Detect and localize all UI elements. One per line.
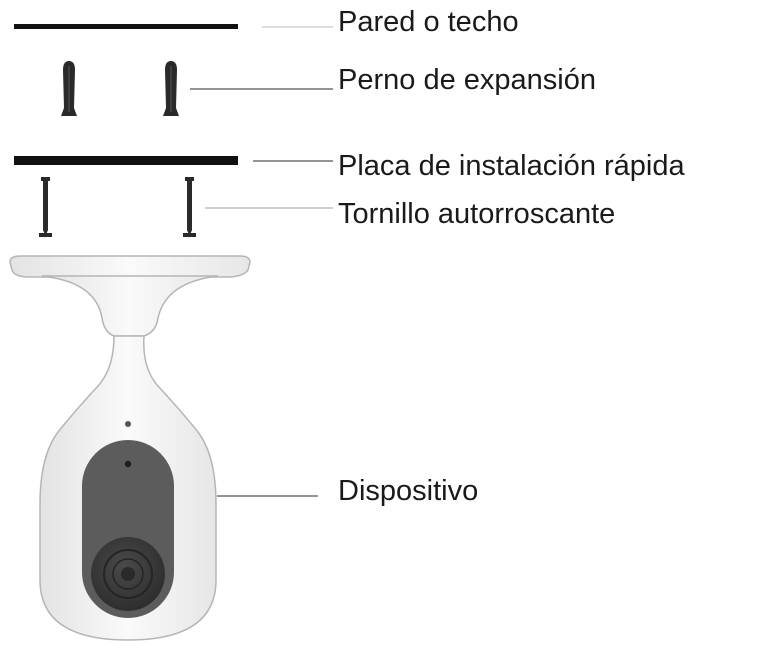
wall-line: [14, 24, 238, 29]
expansion-bolt-label: Perno de expansión: [338, 64, 596, 96]
screw-left: [39, 177, 52, 237]
plate-line: [14, 156, 238, 165]
screw-right: [183, 177, 196, 237]
device-label: Dispositivo: [338, 475, 479, 507]
camera-device: [9, 255, 251, 641]
wall-label: Pared o techo: [338, 6, 519, 38]
expansion-bolt-right: [163, 61, 179, 116]
plate-label: Placa de instalación rápida: [338, 150, 685, 182]
screw-label: Tornillo autorroscante: [338, 198, 616, 230]
expansion-bolt-left: [61, 61, 77, 116]
